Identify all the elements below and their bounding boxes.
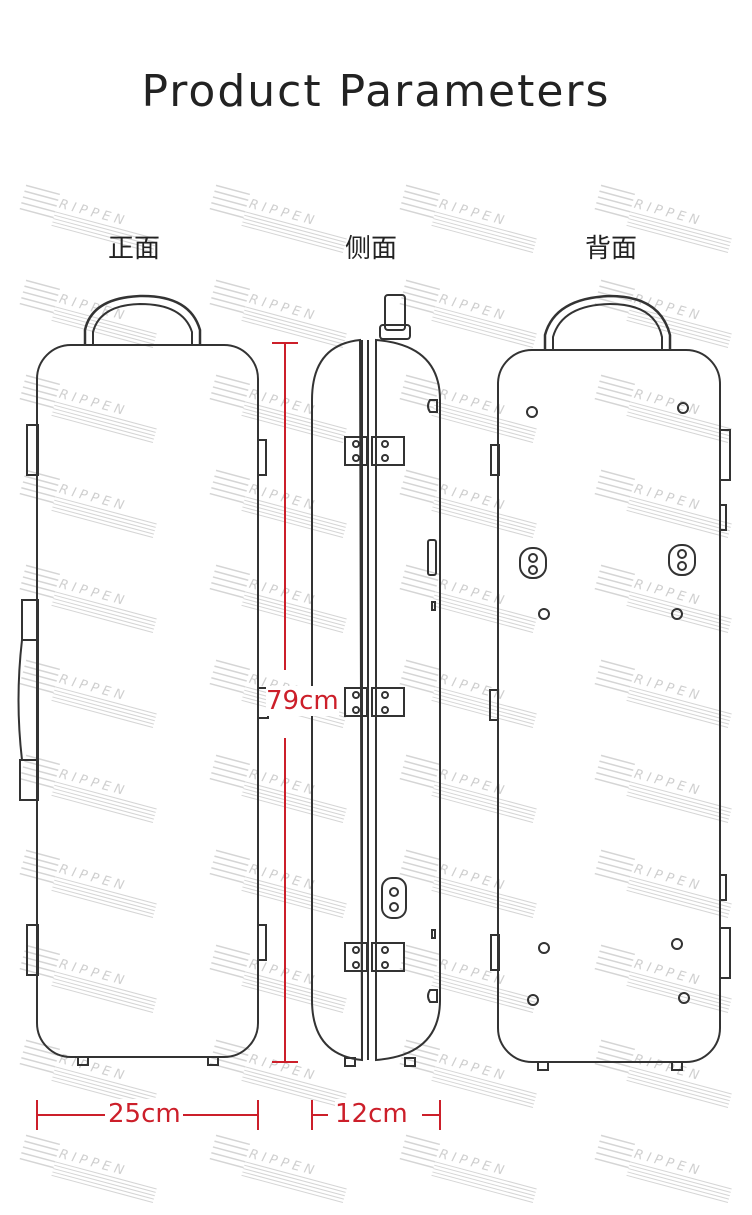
width-dimension-label: 25cm <box>108 1099 181 1129</box>
rippen-watermark: RIPPEN <box>12 746 168 827</box>
rippen-watermark: RIPPEN <box>12 461 168 542</box>
rippen-watermark: RIPPEN <box>12 936 168 1017</box>
rippen-watermark: RIPPEN <box>587 746 743 827</box>
length-dimension-line <box>272 342 298 1063</box>
rippen-watermark: RIPPEN <box>202 746 358 827</box>
side-hinge-middle <box>344 687 405 717</box>
rippen-watermark: RIPPEN <box>392 461 548 542</box>
front-view-label: 正面 <box>108 234 161 264</box>
rippen-watermark: RIPPEN <box>392 1031 548 1112</box>
rippen-watermark: RIPPEN <box>587 366 743 447</box>
depth-dimension-line <box>311 1100 441 1130</box>
rippen-watermark: RIPPEN <box>202 936 358 1017</box>
page-title: Product Parameters <box>141 66 611 117</box>
rippen-watermark: RIPPEN <box>587 1031 743 1112</box>
rippen-watermark: RIPPEN <box>392 1126 548 1207</box>
rippen-watermark: RIPPEN <box>587 936 743 1017</box>
rippen-watermark: RIPPEN <box>12 366 168 447</box>
depth-dimension-label: 12cm <box>335 1099 408 1129</box>
rippen-watermark: RIPPEN <box>202 841 358 922</box>
rippen-watermark: RIPPEN <box>12 1126 168 1207</box>
rippen-watermark: RIPPEN <box>392 841 548 922</box>
side-hinge-top <box>344 436 405 466</box>
rippen-watermark: RIPPEN <box>202 556 358 637</box>
rippen-watermark: RIPPEN <box>12 841 168 922</box>
rippen-watermark: RIPPEN <box>392 936 548 1017</box>
rippen-watermark: RIPPEN <box>202 1126 358 1207</box>
side-hinge-bottom <box>344 942 405 972</box>
rippen-watermark: RIPPEN <box>12 651 168 732</box>
back-view-label: 背面 <box>585 234 638 264</box>
rippen-watermark: RIPPEN <box>392 176 548 257</box>
rippen-watermark: RIPPEN <box>12 271 168 352</box>
rippen-watermark: RIPPEN <box>587 841 743 922</box>
side-view-drawing <box>311 294 441 1067</box>
side-view-label: 侧面 <box>345 234 398 264</box>
rippen-watermark: RIPPEN <box>202 1031 358 1112</box>
front-view-drawing <box>17 294 269 1066</box>
rippen-watermark: RIPPEN <box>12 176 168 257</box>
rippen-watermark: RIPPEN <box>392 746 548 827</box>
width-dimension-line <box>36 1100 259 1130</box>
rippen-watermark: RIPPEN <box>392 556 548 637</box>
rippen-watermark: RIPPEN <box>587 1126 743 1207</box>
rippen-watermark: RIPPEN <box>202 176 358 257</box>
rippen-watermark: RIPPEN <box>392 651 548 732</box>
rippen-watermark: RIPPEN <box>587 651 743 732</box>
rippen-watermark: RIPPEN <box>587 176 743 257</box>
back-view-drawing <box>489 294 731 1071</box>
length-dimension-label: 79cm <box>266 686 339 716</box>
rippen-watermark: RIPPEN <box>202 271 358 352</box>
rippen-watermark: RIPPEN <box>587 461 743 542</box>
